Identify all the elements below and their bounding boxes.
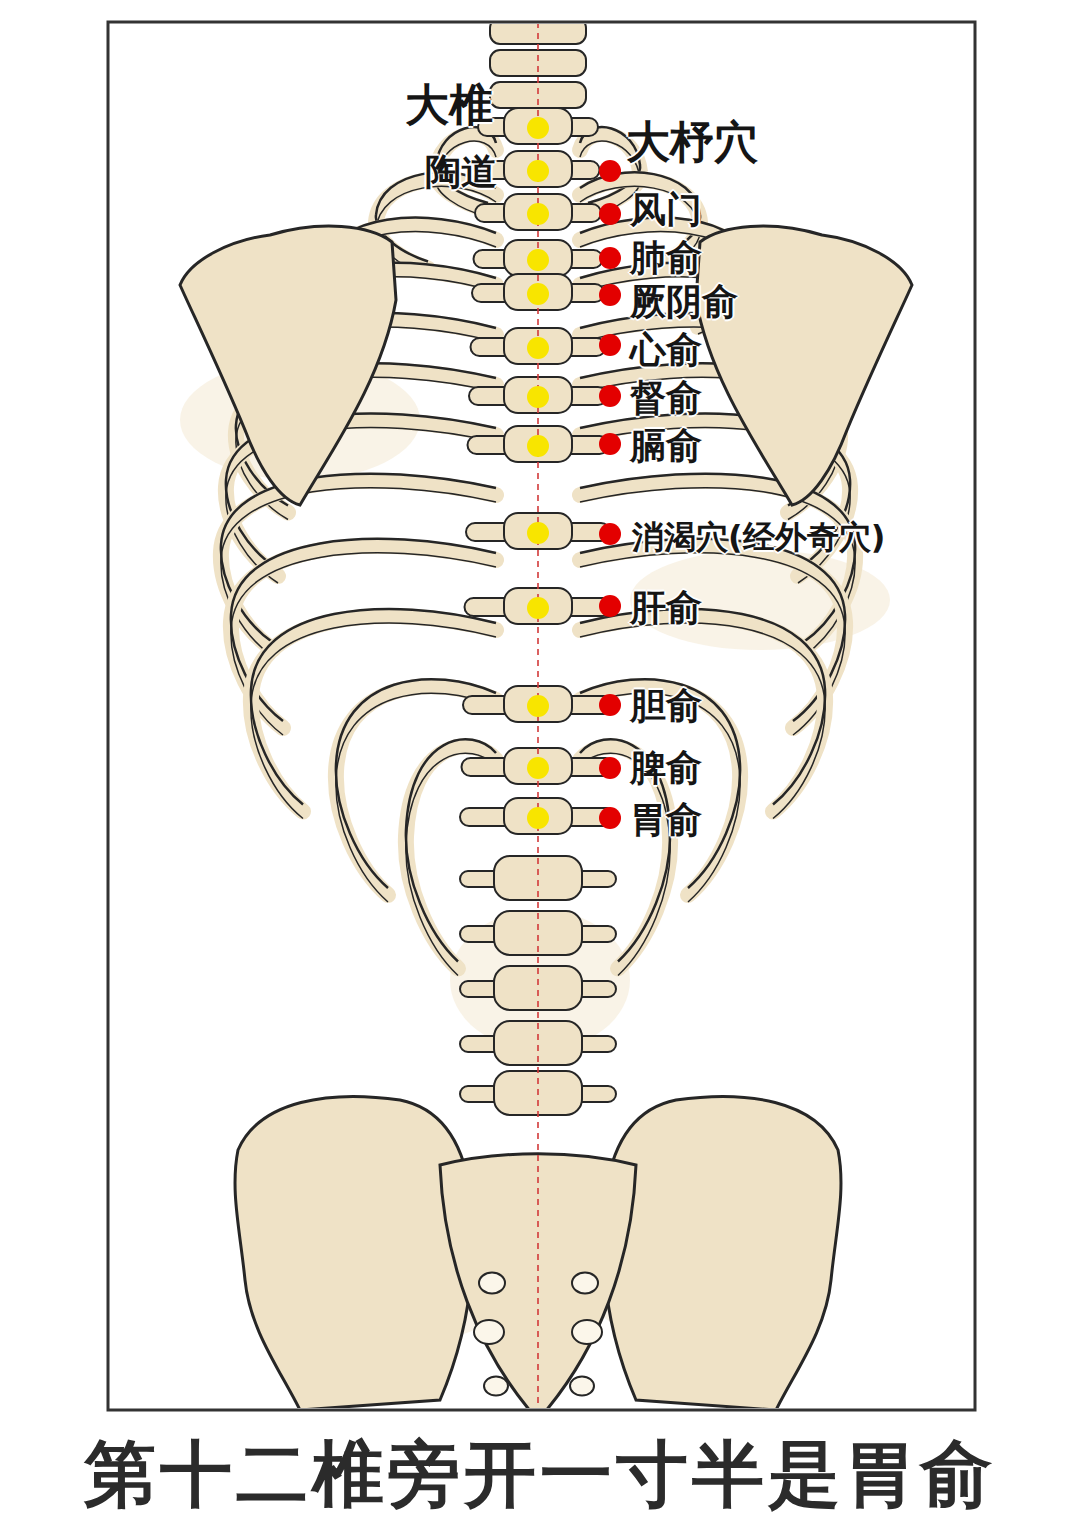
yellow-point	[527, 337, 549, 359]
yellow-point	[527, 117, 549, 139]
red-point	[599, 160, 621, 182]
yellow-point	[527, 597, 549, 619]
yellow-point	[527, 203, 549, 225]
red-point	[599, 334, 621, 356]
sacral-foramen	[484, 1376, 508, 1395]
red-point	[599, 284, 621, 306]
yellow-point	[527, 386, 549, 408]
rib-line	[251, 623, 496, 819]
acupoint-label: 胆俞	[630, 686, 702, 726]
ilium	[603, 1097, 841, 1408]
scapula	[696, 226, 912, 505]
acupoint-label: 肝俞	[630, 588, 702, 628]
acupoint-label: 风门	[630, 190, 702, 230]
yellow-point	[527, 757, 549, 779]
red-point	[599, 385, 621, 407]
acupoint-label: 厥阴俞	[630, 282, 738, 322]
acupoint-label: 督俞	[630, 378, 702, 418]
yellow-point	[527, 807, 549, 829]
yellow-point	[527, 160, 549, 182]
red-point	[599, 694, 621, 716]
acupoint-label: 脾俞	[630, 748, 702, 788]
yellow-point	[527, 435, 549, 457]
yellow-point	[527, 283, 549, 305]
scapula	[180, 226, 396, 505]
acupoint-label: 胃俞	[630, 800, 702, 840]
sacral-foramen	[572, 1320, 602, 1344]
rib-line	[580, 623, 825, 819]
sacral-foramen	[474, 1320, 504, 1344]
red-point	[599, 203, 621, 225]
vertebra	[504, 377, 572, 413]
ilium	[235, 1097, 473, 1408]
yellow-point	[527, 695, 549, 717]
red-point	[599, 247, 621, 269]
red-point	[599, 523, 621, 545]
sacral-foramen	[572, 1273, 598, 1294]
acupoint-label: 肺俞	[630, 238, 702, 278]
red-point	[599, 807, 621, 829]
vertebra	[504, 588, 572, 624]
vertebra	[490, 50, 586, 76]
red-point	[599, 757, 621, 779]
acupoint-label: 心俞	[630, 330, 702, 370]
skeleton	[180, 24, 912, 1408]
caption: 第十二椎旁开一寸半是胃俞	[0, 1435, 1080, 1514]
acupoint-label: 大椎	[405, 81, 493, 129]
sacral-foramen	[570, 1376, 594, 1395]
acupoint-label: 消渴穴(经外奇穴)	[632, 520, 885, 555]
acupoint-label: 膈俞	[630, 426, 702, 466]
red-point	[599, 595, 621, 617]
red-point	[599, 433, 621, 455]
vertebra	[504, 686, 572, 722]
sacral-foramen	[479, 1273, 505, 1294]
pelvis	[235, 1097, 841, 1408]
yellow-point	[527, 249, 549, 271]
acupoint-label: 陶道	[425, 152, 497, 192]
acupoint-label: 大杼穴	[626, 118, 758, 166]
frame	[108, 22, 975, 1410]
yellow-point	[527, 522, 549, 544]
rib-line	[580, 679, 740, 888]
